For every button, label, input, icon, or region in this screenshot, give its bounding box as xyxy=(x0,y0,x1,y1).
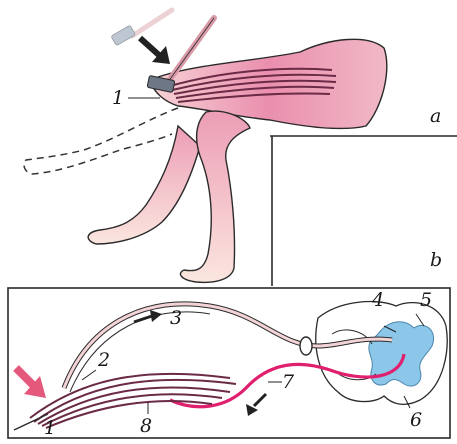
panel-a-label: a xyxy=(430,105,441,127)
spinal-cord-section xyxy=(316,302,447,405)
muscle-bundle xyxy=(30,374,236,428)
dorsal-root-ganglion xyxy=(300,337,312,355)
panel-b-label: b xyxy=(430,249,442,271)
callout-4: 4 xyxy=(371,289,384,311)
callout-3: 3 xyxy=(170,307,182,329)
callout-8: 8 xyxy=(140,415,152,437)
callout-2: 2 xyxy=(97,349,110,371)
signal-arrow-icon xyxy=(246,394,266,416)
callout-1-panel-a: 1 xyxy=(112,87,124,109)
seat xyxy=(270,136,457,286)
stimulus-arrow-icon xyxy=(16,368,46,398)
extended-leg-outline xyxy=(24,108,178,174)
panel-b: 1 2 3 4 5 6 7 8 xyxy=(8,288,450,439)
callout-6: 6 xyxy=(410,409,422,431)
panel-a: 1 a xyxy=(24,10,457,286)
callout-5: 5 xyxy=(420,289,432,311)
callout-7: 7 xyxy=(282,371,295,393)
callout-1-panel-b: 1 xyxy=(44,417,56,439)
back-leg xyxy=(88,126,200,244)
strike-arrow-icon xyxy=(140,38,170,64)
